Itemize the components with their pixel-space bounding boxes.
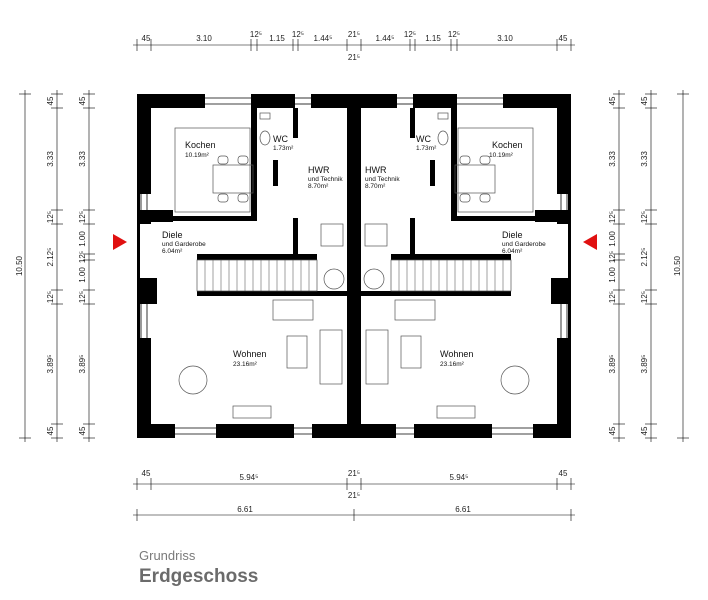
dim-left-a-2: 12⁵ [46,211,55,223]
room-hwr-left-sub: und Technik [308,176,343,183]
dim-left-b-6: 12⁵ [78,291,87,303]
dim-right-b-6: 12⁵ [608,291,617,303]
room-wohnen-right-area: 23.16m² [440,361,465,368]
dim-right-a-1: 3.33 [640,151,649,167]
dim-top-7: 1.44⁵ [376,34,395,43]
entrance-marker-left [113,234,127,250]
stair-treads [204,260,504,291]
dim-bottom-2: 21⁵ [348,469,360,478]
dim-top-3: 1.15 [269,34,285,43]
dim-right-b-0: 45 [608,96,617,105]
room-hwr-right: HWR [365,165,387,175]
room-diele-left: Diele [162,230,183,240]
room-wc-left-area: 1.73m² [273,145,294,152]
dim-top-10: 12⁵ [448,30,460,39]
dim-top-0: 45 [142,34,151,43]
furniture [174,112,534,419]
dim-left-a-0: 45 [46,96,55,105]
dims-bottom: 45 5.94⁵ 21⁵ 5.94⁵ 45 21⁵ 6.61 6.61 [142,469,568,514]
dim-left-b-3: 1.00 [78,231,87,247]
dim-top-6: 21⁵ [348,30,360,39]
dims-top: 45 3.10 12⁵ 1.15 12⁵ 1.44⁵ 21⁵ 1.44⁵ 12⁵… [142,30,568,62]
room-diele-left-area: 6.04m² [162,248,183,255]
room-wohnen-left-area: 23.16m² [233,361,258,368]
room-hwr-right-sub: und Technik [365,176,400,183]
dim-right-total: 10.50 [673,255,682,276]
dim-right-a-3: 2.12⁵ [640,248,649,267]
dim-bottom-1: 5.94⁵ [240,473,259,482]
dim-right-a-2: 12⁵ [640,211,649,223]
dim-bottom-0: 45 [142,469,151,478]
room-wc-left: WC [273,134,288,144]
caption-subtitle: Grundriss [139,548,196,563]
dim-total-right: 6.61 [455,505,471,514]
room-wohnen-right: Wohnen [440,349,473,359]
room-diele-right-sub: und Garderobe [502,241,546,248]
room-diele-right-area: 6.04m² [502,248,523,255]
dim-right-a-0: 45 [640,96,649,105]
dim-right-b-3: 1.00 [608,231,617,247]
dim-right-b-8: 45 [608,426,617,435]
dim-top-5: 1.44⁵ [314,34,333,43]
dim-top-2: 12⁵ [250,30,262,39]
dim-left-b-7: 3.89⁵ [78,355,87,374]
dim-top-9: 1.15 [425,34,441,43]
caption-title: Erdgeschoss [139,566,259,587]
dim-left-b-4: 12⁵ [78,251,87,263]
dims-left: 10.50 45 3.33 12⁵ 2.12⁵ 12⁵ 3.89⁵ 45 45 … [15,96,87,435]
dims-right: 45 3.33 12⁵ 1.00 12⁵ 1.00 12⁵ 3.89⁵ 45 4… [608,96,682,435]
dim-total-left: 6.61 [237,505,253,514]
dim-bottom-4: 45 [559,469,568,478]
room-wc-right: WC [416,134,431,144]
dim-right-b-2: 12⁵ [608,211,617,223]
entrance-marker-right [583,234,597,250]
dim-bottom-party: 21⁵ [348,491,360,500]
dimension-lines [19,39,689,521]
room-wc-right-area: 1.73m² [416,145,437,152]
room-diele-right: Diele [502,230,523,240]
dim-top-1: 3.10 [196,34,212,43]
room-wohnen-left: Wohnen [233,349,266,359]
dim-left-a-4: 12⁵ [46,291,55,303]
dim-top-party: 21⁵ [348,53,360,62]
dim-right-b-4: 12⁵ [608,251,617,263]
dim-right-b-7: 3.89⁵ [608,355,617,374]
room-labels: Kochen 10.19m² Kochen 10.19m² WC 1.73m² … [162,134,546,368]
dim-left-b-2: 12⁵ [78,211,87,223]
dim-left-b-0: 45 [78,96,87,105]
room-kochen-right: Kochen [492,140,523,150]
dim-left-a-1: 3.33 [46,151,55,167]
dim-left-total: 10.50 [15,255,24,276]
room-hwr-left-area: 8.70m² [308,183,329,190]
dim-left-b-8: 45 [78,426,87,435]
dim-right-a-6: 45 [640,426,649,435]
dim-left-a-3: 2.12⁵ [46,248,55,267]
dim-left-a-5: 3.89⁵ [46,355,55,374]
walls [137,94,571,438]
room-hwr-left: HWR [308,165,330,175]
dim-top-8: 12⁵ [404,30,416,39]
dim-right-a-4: 12⁵ [640,291,649,303]
dim-left-b-1: 3.33 [78,151,87,167]
dim-right-a-5: 3.89⁵ [640,355,649,374]
windows [140,97,568,435]
dim-left-a-6: 45 [46,426,55,435]
dim-top-4: 12⁵ [292,30,304,39]
dim-top-12: 45 [559,34,568,43]
room-diele-left-sub: und Garderobe [162,241,206,248]
dim-top-11: 3.10 [497,34,513,43]
room-kochen-left: Kochen [185,140,216,150]
room-kochen-left-area: 10.19m² [185,152,210,159]
room-hwr-right-area: 8.70m² [365,183,386,190]
dim-right-b-1: 3.33 [608,151,617,167]
dim-left-b-5: 1.00 [78,267,87,283]
dim-bottom-3: 5.94⁵ [450,473,469,482]
dim-right-b-5: 1.00 [608,267,617,283]
room-kochen-right-area: 10.19m² [489,152,514,159]
